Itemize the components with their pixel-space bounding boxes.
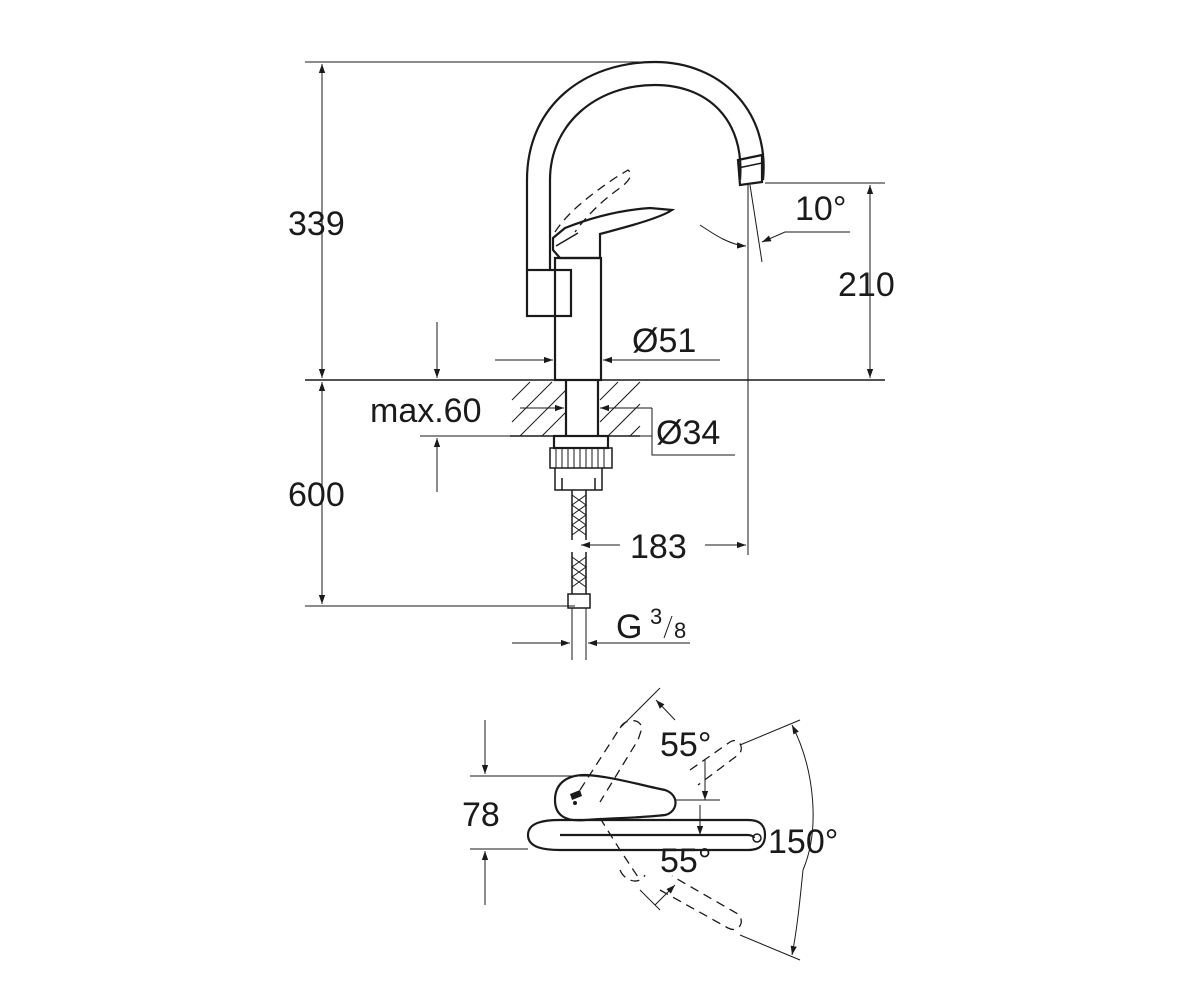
angle-upper-dimension: 55° — [619, 687, 720, 801]
spout — [525, 60, 765, 270]
height-total-label: 339 — [288, 205, 345, 243]
lever-height-dimension: 78 — [462, 720, 590, 905]
spout-height-dimension: 210 — [765, 182, 895, 378]
height-total-dimension: 339 — [288, 64, 345, 378]
connection-numerator: 3 — [650, 604, 662, 629]
deck-section — [510, 381, 652, 437]
spout-top — [526, 818, 767, 852]
spout-angle-label: 10° — [795, 190, 846, 228]
angle-upper-label: 55° — [660, 726, 711, 764]
top-view: 78 55° 55° 150° — [462, 687, 838, 961]
shank-diameter-dimension: Ø34 — [520, 404, 735, 456]
spout-angle-dimension: 10° — [699, 190, 850, 249]
body-diameter-dimension: Ø51 — [495, 322, 720, 364]
rotation-dimension: 150° — [739, 719, 838, 961]
deck-thickness-label: max.60 — [370, 392, 482, 430]
angle-lower-dimension: 55° — [639, 805, 711, 911]
connection-denominator: 8 — [674, 618, 686, 643]
angle-lower-label: 55° — [660, 842, 711, 880]
hose-length-dimension: 600 — [288, 382, 345, 604]
shank — [549, 380, 613, 491]
deck-thickness-dimension: max.60 — [370, 322, 510, 492]
spout-height-label: 210 — [838, 266, 895, 304]
spout-reach-dimension: 183 — [581, 362, 749, 566]
lever — [551, 169, 676, 260]
connection-g-label: G — [616, 608, 642, 646]
spout-reach-label: 183 — [630, 528, 687, 566]
rotation-label: 150° — [768, 823, 838, 861]
lever-height-label: 78 — [462, 796, 500, 834]
body-diameter-label: Ø51 — [632, 322, 696, 360]
hose-length-label: 600 — [288, 476, 345, 514]
front-view: 339 600 — [288, 60, 895, 660]
lever-top — [553, 773, 677, 822]
faucet-body — [525, 256, 603, 382]
connection-dimension: G 3 8 — [512, 604, 690, 647]
shank-diameter-label: Ø34 — [656, 414, 720, 452]
supply-hose — [567, 490, 591, 660]
